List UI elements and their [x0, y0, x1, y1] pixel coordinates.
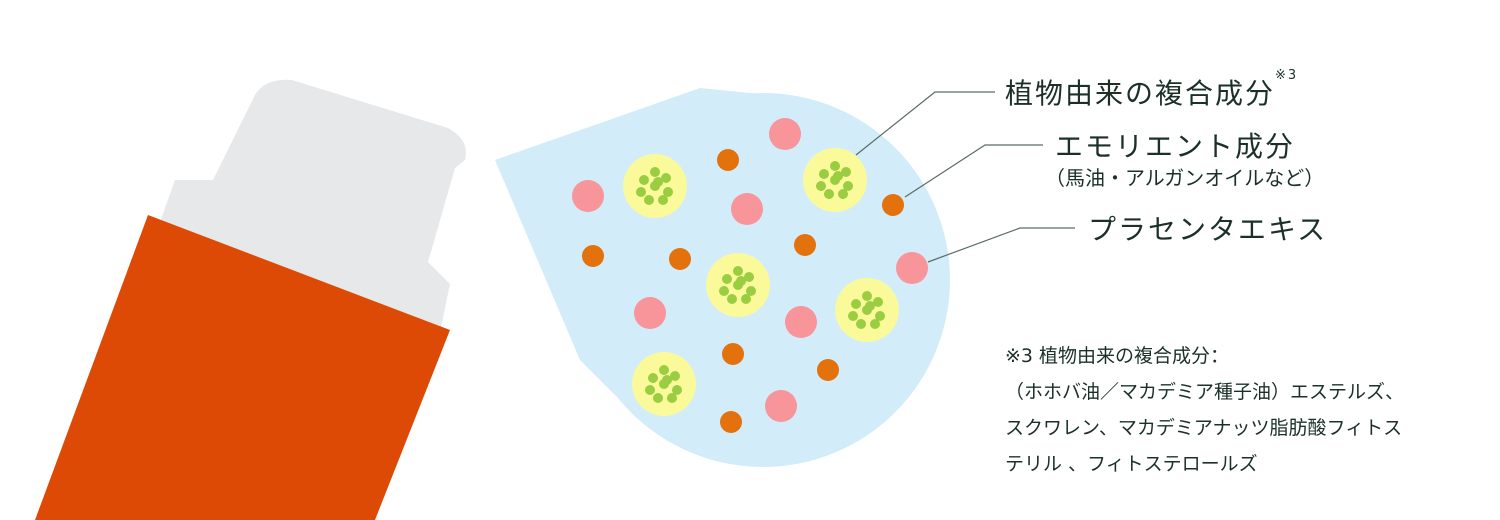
placenta-particle: [765, 390, 797, 422]
plant-complex-dot: [672, 385, 682, 395]
label-placenta: プラセンタエキス: [1088, 213, 1328, 246]
plant-complex-dot: [653, 177, 663, 187]
plant-complex-dot: [838, 189, 848, 199]
plant-complex-dot: [719, 286, 729, 296]
plant-complex-dot: [744, 272, 754, 282]
label-plant-text: 植物由来の複合成分: [1005, 77, 1276, 110]
footnote: ※3 植物由来の複合成分： （ホホバ油／マカデミア種子油）エステルズ、 スクワレ…: [1005, 338, 1404, 482]
plant-complex-dot: [645, 385, 655, 395]
footnote-line: テリル 、フィトステロールズ: [1005, 453, 1258, 475]
plant-complex-dot: [873, 297, 883, 307]
plant-complex-dot: [659, 365, 669, 375]
label-emollient-sub: （馬油・アルガンオイルなど）: [1045, 166, 1325, 190]
plant-complex-dot: [856, 319, 866, 329]
plant-complex-dot: [851, 299, 861, 309]
plant-complex-dot: [653, 393, 663, 403]
leader-lines: [855, 91, 1075, 263]
placenta-particle: [896, 252, 928, 284]
bottle-body: [35, 215, 450, 520]
plant-complex-dot: [848, 311, 858, 321]
plant-complex-dot: [865, 301, 875, 311]
plant-complex-dot: [875, 311, 885, 321]
plant-complex-dot: [824, 189, 834, 199]
placenta-particle: [785, 306, 817, 338]
placenta-particle: [572, 180, 604, 212]
plant-complex-dot: [658, 195, 668, 205]
emollient-particle: [817, 359, 839, 381]
label-emollient: エモリエント成分: [1055, 130, 1296, 163]
plant-complex-dot: [667, 393, 677, 403]
plant-complex-dot: [833, 171, 843, 181]
emollient-particle: [669, 248, 691, 270]
placenta-particle: [731, 193, 763, 225]
plant-complex-dot: [862, 291, 872, 301]
plant-complex-dot: [644, 195, 654, 205]
footnote-line: （ホホバ油／マカデミア種子油）エステルズ、: [1005, 381, 1405, 403]
emollient-particle: [582, 245, 604, 267]
label-plant: 植物由来の複合成分※3: [1005, 68, 1298, 112]
placenta-particle: [634, 297, 666, 329]
plant-complex-dot: [736, 276, 746, 286]
leader-line-placenta: [927, 227, 1075, 263]
plant-complex-dot: [650, 167, 660, 177]
plant-complex-dot: [648, 373, 658, 383]
plant-complex-dot: [741, 294, 751, 304]
emollient-particle: [794, 234, 816, 256]
plant-complex-dot: [661, 173, 671, 183]
plant-complex-dot: [830, 161, 840, 171]
plant-complex-dot: [733, 266, 743, 276]
footnote-mark: ※3: [1275, 68, 1299, 83]
plant-complex-dot: [722, 274, 732, 284]
bottle-cap: [160, 79, 466, 332]
plant-complex-dot: [843, 181, 853, 191]
placenta-particle: [769, 118, 801, 150]
plant-complex-dot: [870, 319, 880, 329]
plant-complex-dot: [746, 286, 756, 296]
leader-line-plant: [855, 91, 995, 156]
plant-complex-dot: [819, 169, 829, 179]
plant-complex-dot: [636, 187, 646, 197]
emollient-particle: [720, 411, 742, 433]
leader-line-emollient: [904, 144, 1043, 198]
plant-complex-dot: [670, 371, 680, 381]
emollient-particle: [882, 194, 904, 216]
footnote-line: スクワレン、マカデミアナッツ脂肪酸フィトス: [1005, 417, 1403, 439]
emollient-particle: [717, 149, 739, 171]
plant-complex-dot: [816, 181, 826, 191]
plant-complex-dot: [841, 167, 851, 177]
plant-complex-dot: [662, 375, 672, 385]
plant-complex-dot: [663, 187, 673, 197]
plant-complex-dot: [727, 294, 737, 304]
emollient-particle: [722, 343, 744, 365]
footnote-line: ※3 植物由来の複合成分：: [1005, 345, 1230, 367]
plant-complex-dot: [639, 175, 649, 185]
